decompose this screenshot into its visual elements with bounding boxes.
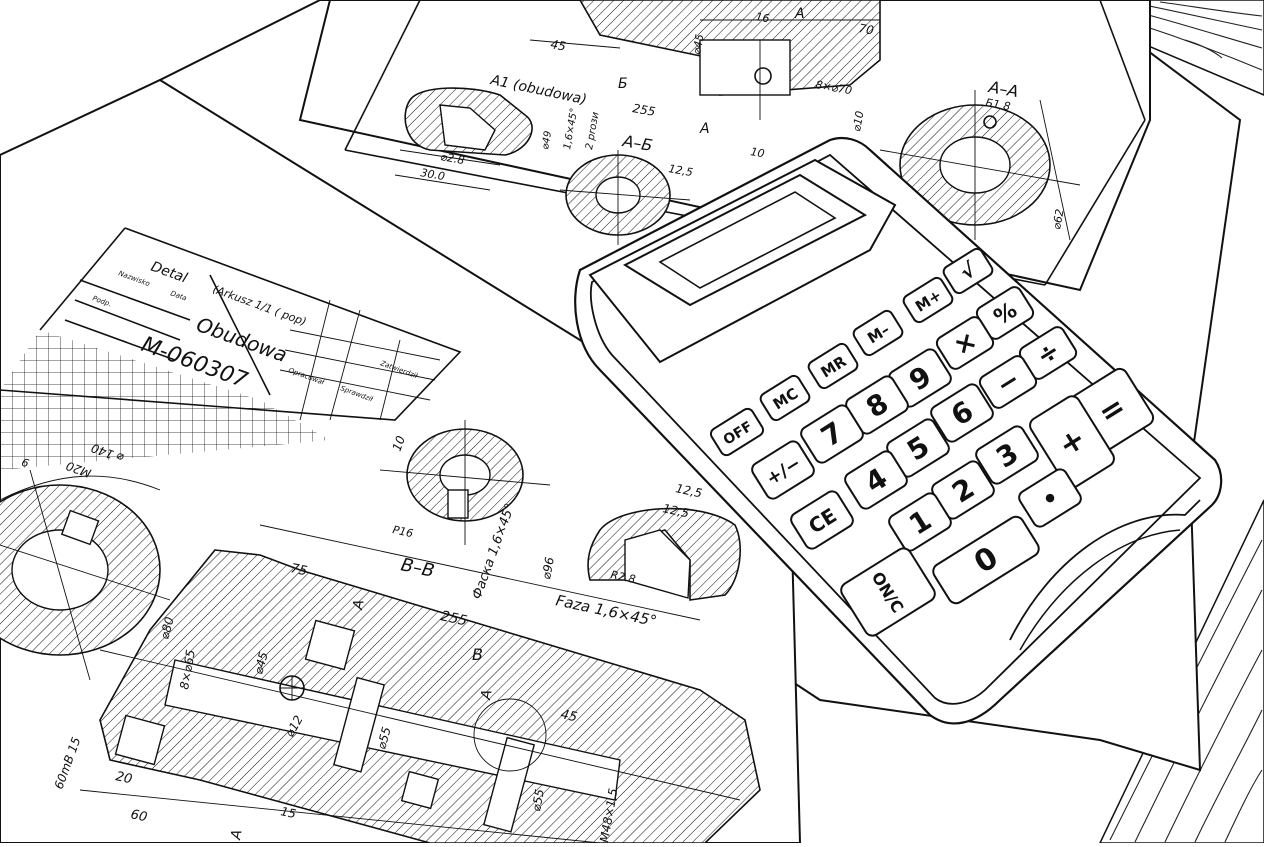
back-label-mark-b: Б: [618, 76, 628, 92]
key-ce[interactable]: CE: [789, 489, 856, 552]
key-7[interactable]: 7: [799, 403, 866, 466]
back-label-mark-a: A: [794, 6, 805, 22]
label-dim-phi55a: ⌀55: [374, 725, 393, 750]
label-dim-phi45: ⌀45: [251, 650, 270, 675]
back-label-dim-16: 16: [754, 10, 770, 25]
label-dim-phi80: ⌀80: [157, 615, 176, 641]
back-label-dim-phi62: ⌀62: [1050, 208, 1066, 231]
back-label-dim-70: 70: [857, 21, 875, 38]
back-label-dim-45: 45: [549, 37, 566, 53]
back-label-dim-125: 12,5: [667, 162, 693, 179]
key-5[interactable]: 5: [885, 417, 952, 480]
label-dim-45: 45: [559, 707, 578, 725]
key-times[interactable]: ×: [934, 314, 995, 371]
label-mark-a3: A: [228, 828, 246, 841]
back-label-dim-250: ⌀2.8: [439, 150, 465, 167]
label-dim-8x65: 8×⌀65: [177, 649, 198, 691]
key-3[interactable]: 3: [974, 424, 1041, 487]
calculator: √ M+ M– MR MC OFF % ×: [574, 136, 1223, 725]
key-dot[interactable]: •: [1017, 467, 1084, 530]
key-plus[interactable]: +: [1027, 393, 1117, 491]
label-dim-15: 15: [279, 804, 297, 821]
label-dim-20: 20: [114, 769, 133, 787]
key-6[interactable]: 6: [929, 382, 996, 445]
label-dim-125b: 12,5: [661, 501, 690, 520]
label-mark-a2: A: [478, 688, 496, 701]
back-label-dim-818: Б1 8: [984, 96, 1011, 113]
key-sqrt[interactable]: √: [941, 247, 994, 296]
key-4[interactable]: 4: [843, 449, 910, 512]
label-mark-a1: A: [350, 598, 368, 611]
key-equals[interactable]: =: [1068, 366, 1156, 454]
back-label-dim-1: 8×⌀70: [814, 78, 853, 97]
key-1[interactable]: 1: [887, 491, 954, 554]
label-dim-phi55b: ⌀55: [529, 788, 547, 813]
back-label-dim-10: 10: [749, 145, 765, 160]
key-2[interactable]: 2: [930, 459, 997, 522]
key-on-c[interactable]: ON/C: [838, 545, 938, 638]
key-m-plus[interactable]: M+: [901, 276, 954, 325]
back-label-dim-49: ⌀49: [540, 130, 554, 150]
label-dim-10: 10: [390, 434, 409, 453]
label-dim-p16: P16: [391, 523, 414, 540]
key-8[interactable]: 8: [844, 374, 911, 437]
label-dim-r28: R2.8: [609, 568, 636, 586]
key-mc[interactable]: MC: [758, 374, 811, 423]
front-drawing-sheet: Detal (Arkusz 1/1 ( pop) Obudowa M-06030…: [0, 78, 802, 844]
key-plus-minus[interactable]: +/−: [750, 439, 817, 502]
key-mr[interactable]: MR: [806, 342, 859, 391]
label-dim-9: 9: [20, 455, 31, 470]
label-dim-60: 60: [129, 807, 148, 825]
key-0[interactable]: 0: [930, 514, 1042, 606]
label-dim-phi96: ⌀96: [539, 556, 557, 581]
key-m-minus[interactable]: M–: [851, 309, 904, 358]
key-percent[interactable]: %: [974, 284, 1035, 341]
label-dim-125a: 12,5: [674, 481, 703, 500]
back-label-dim-300: 30.0: [419, 166, 445, 183]
back-label-dim-phi10: ⌀10: [850, 110, 866, 133]
back-label-mark-a2: A: [699, 121, 710, 137]
key-minus[interactable]: −: [977, 353, 1038, 410]
display-screen: [622, 173, 868, 307]
key-divide[interactable]: ÷: [1017, 324, 1078, 381]
label-dim-255: 255: [439, 608, 469, 629]
back-label-dim-255: 255: [631, 101, 656, 119]
key-9[interactable]: 9: [887, 347, 954, 410]
label-dim-75: 75: [289, 561, 308, 579]
back-label-dim-phi45: ⌀45: [690, 33, 706, 56]
label-mark-b: B: [472, 645, 483, 664]
